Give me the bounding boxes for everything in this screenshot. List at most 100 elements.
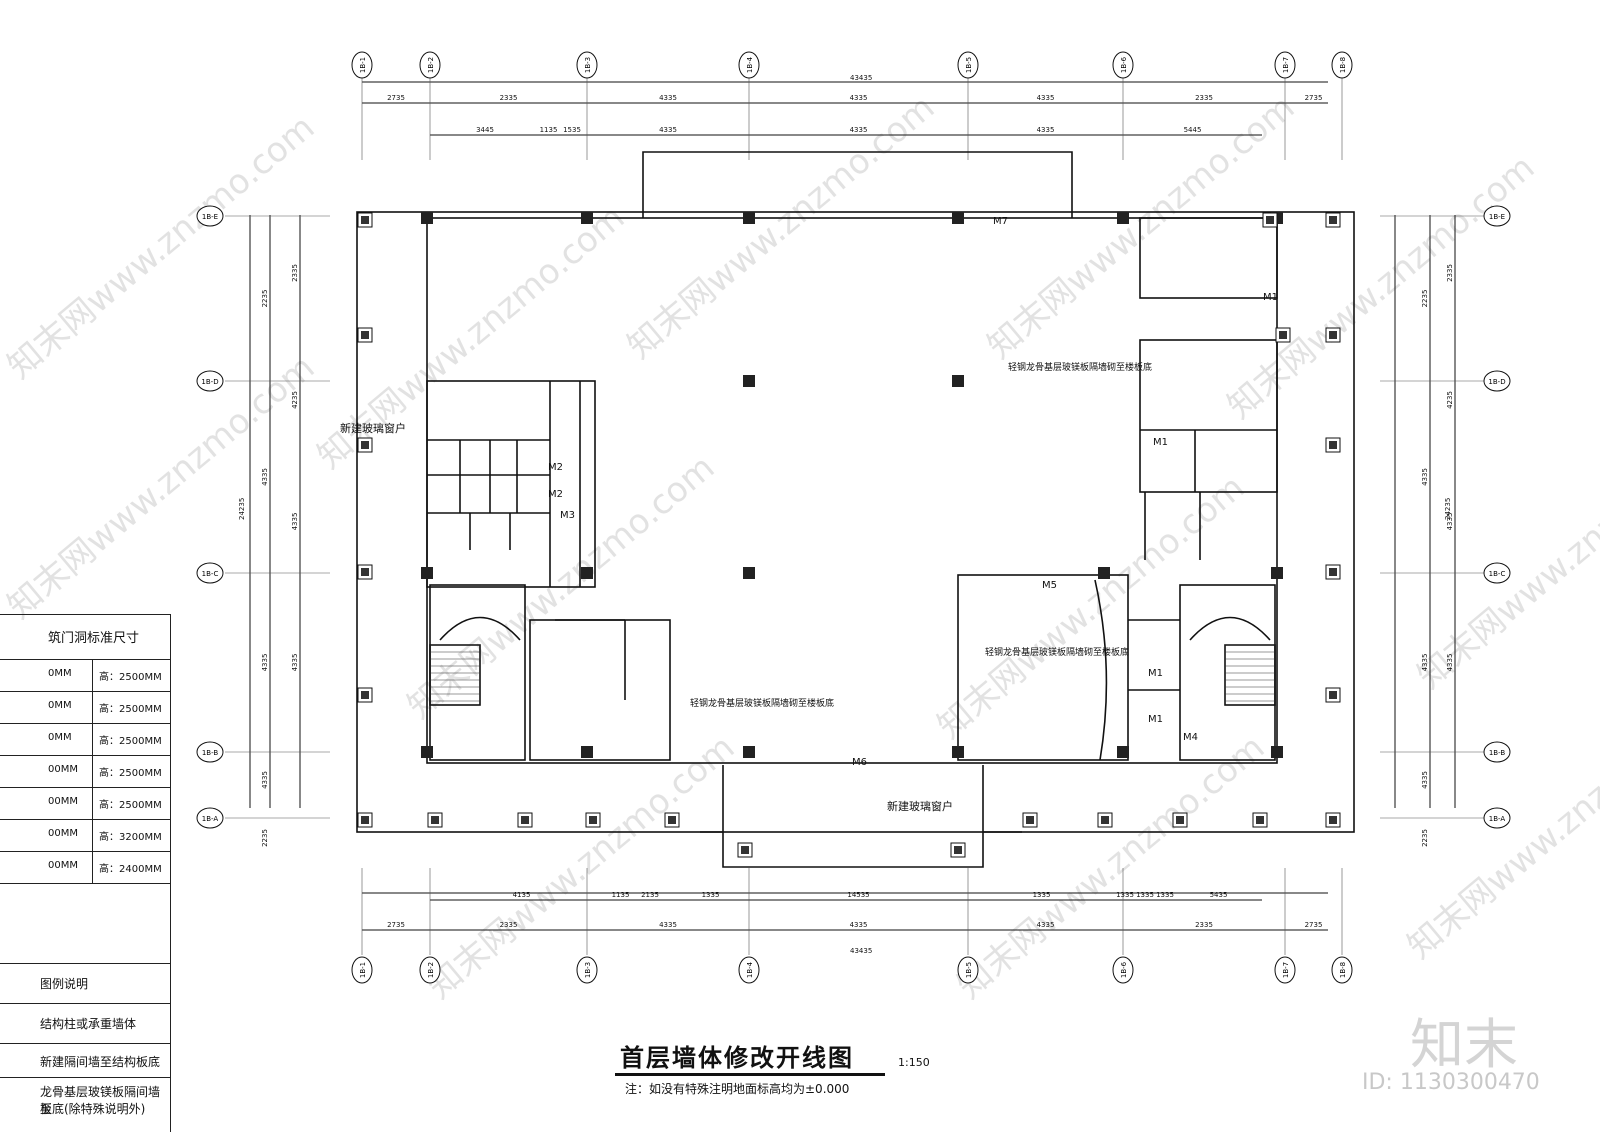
dim-left-inner: 4235 <box>291 391 299 409</box>
grid-axis-row-marker: 1B-D <box>1483 370 1511 392</box>
perimeter-column-core <box>361 331 369 339</box>
watermark-id: ID: 1130300470 <box>1362 1070 1540 1095</box>
dim-bottom-inner: 1335 <box>1033 891 1051 899</box>
dim-top-outer: 4335 <box>1037 94 1055 102</box>
structural-column <box>1271 746 1283 758</box>
door-m7: M7 <box>993 216 1008 227</box>
new-glass-window-label-bottom: 新建玻璃窗户 <box>887 799 953 813</box>
legend-header-text: 筑门洞标准尺寸 <box>48 631 140 646</box>
perimeter-column-core <box>1256 816 1264 824</box>
legend-height: 高：2500MM <box>99 704 162 715</box>
svg-text:1B-C: 1B-C <box>1489 570 1506 578</box>
sheet-title: 首层墙体修改开线图 <box>620 1044 854 1072</box>
structural-column <box>1271 567 1283 579</box>
overall-height-left: 24235 <box>238 498 246 520</box>
dim-left-outer: 2235 <box>261 290 269 308</box>
dim-top-outer: 2735 <box>387 94 405 102</box>
svg-text:1B-1: 1B-1 <box>359 962 367 978</box>
dim-bottom-inner: 1335 <box>702 891 720 899</box>
svg-text:1B-A: 1B-A <box>202 815 219 823</box>
svg-text:1B-6: 1B-6 <box>1120 961 1128 978</box>
structural-column <box>581 746 593 758</box>
door-m1-a: M1 <box>1263 292 1278 303</box>
perimeter-column-core <box>361 441 369 449</box>
perimeter-column-core <box>1329 816 1337 824</box>
grid-axis-col-marker: 1B-7 <box>1274 956 1296 984</box>
dim-top-inner: 1135 <box>540 126 558 134</box>
perimeter-column-core <box>1101 816 1109 824</box>
dim-right-outer: 4335 <box>1421 654 1429 672</box>
legend-section-title: 图例说明 <box>40 977 89 991</box>
grid-axis-row-marker: 1B-D <box>196 370 224 392</box>
legend-row: 0MM 高：2500MM <box>0 723 170 756</box>
structural-column <box>581 567 593 579</box>
grid-axis-col-marker: 1B-6 <box>1112 956 1134 984</box>
grid-axis-row-marker: 1B-C <box>196 562 224 584</box>
legend-height: 高：2400MM <box>99 864 162 875</box>
svg-text:1B-C: 1B-C <box>202 570 219 578</box>
perimeter-column-core <box>1329 216 1337 224</box>
perimeter-column-core <box>361 568 369 576</box>
grid-axis-col-marker: 1B-1 <box>351 956 373 984</box>
dim-bottom-outer: 2735 <box>1305 921 1323 929</box>
watermark-text: 知末网www.znzmo.com <box>930 467 1252 746</box>
door-m5: M5 <box>1042 580 1057 591</box>
svg-text:1B-1: 1B-1 <box>359 57 367 73</box>
legend-width: 00MM <box>48 828 78 839</box>
perimeter-column-core <box>1026 816 1034 824</box>
dim-left-inner: 2335 <box>291 264 299 282</box>
dim-top-inner: 5445 <box>1184 126 1202 134</box>
grid-axis-row-marker: 1B-C <box>1483 562 1511 584</box>
overall-width-top: 43435 <box>850 74 872 82</box>
sheet-note: 注：如没有特殊注明地面标高均为±0.000 <box>625 1082 850 1096</box>
dim-right-outer: 4335 <box>1421 468 1429 486</box>
structural-column <box>952 375 964 387</box>
svg-text:1B-7: 1B-7 <box>1282 962 1290 978</box>
dim-bottom-outer: 2335 <box>1195 921 1213 929</box>
dim-right-inner: 4335 <box>1446 513 1454 531</box>
legend-width: 0MM <box>48 732 72 743</box>
grid-axis-col-marker: 1B-3 <box>576 956 598 984</box>
structural-column <box>421 567 433 579</box>
legend-item-partition-note: 板底(除特殊说明外) <box>40 1102 146 1116</box>
dim-bottom-inner: 1335 <box>1116 891 1134 899</box>
svg-text:1B-5: 1B-5 <box>965 57 973 73</box>
dim-top-outer: 2735 <box>1305 94 1323 102</box>
legend-item-partition: 龙骨基层玻镁板隔间墙至 <box>40 1085 161 1116</box>
structural-column <box>1098 567 1110 579</box>
legend-height: 高：2500MM <box>99 736 162 747</box>
svg-text:1B-2: 1B-2 <box>427 57 435 73</box>
legend-divider <box>0 1077 170 1078</box>
grid-axis-col-marker: 1B-4 <box>738 956 760 984</box>
dim-bottom-outer: 2335 <box>500 921 518 929</box>
dim-bottom-inner: 4135 <box>513 891 531 899</box>
grid-axis-col-marker: 1B-1 <box>351 51 373 79</box>
perimeter-column-core <box>431 816 439 824</box>
structural-column <box>743 746 755 758</box>
grid-axis-row-marker: 1B-E <box>1483 205 1511 227</box>
svg-text:1B-4: 1B-4 <box>746 56 754 73</box>
watermark-text: 知末网www.znzmo.com <box>950 727 1272 1006</box>
legend-header: 筑门洞标准尺寸 <box>0 615 170 660</box>
structural-column <box>1117 212 1129 224</box>
dim-bottom-inner: 2135 <box>641 891 659 899</box>
dim-top-inner: 3445 <box>476 126 494 134</box>
legend-divider <box>0 1003 170 1004</box>
svg-text:1B-3: 1B-3 <box>584 57 592 73</box>
svg-text:1B-8: 1B-8 <box>1339 962 1347 978</box>
watermark-text: 知末网www.znzmo.com <box>980 87 1302 366</box>
door-m2-a: M2 <box>548 462 563 473</box>
perimeter-column-core <box>1176 816 1184 824</box>
grid-axis-row-marker: 1B-A <box>1483 807 1511 829</box>
dim-right-outer: 2235 <box>1421 829 1429 847</box>
legend-width: 0MM <box>48 668 72 679</box>
dim-bottom-inner: 5435 <box>1210 891 1228 899</box>
dim-top-outer: 2335 <box>500 94 518 102</box>
svg-text:1B-E: 1B-E <box>1489 213 1505 221</box>
perimeter-column-core <box>1329 568 1337 576</box>
perimeter-column-core <box>361 216 369 224</box>
